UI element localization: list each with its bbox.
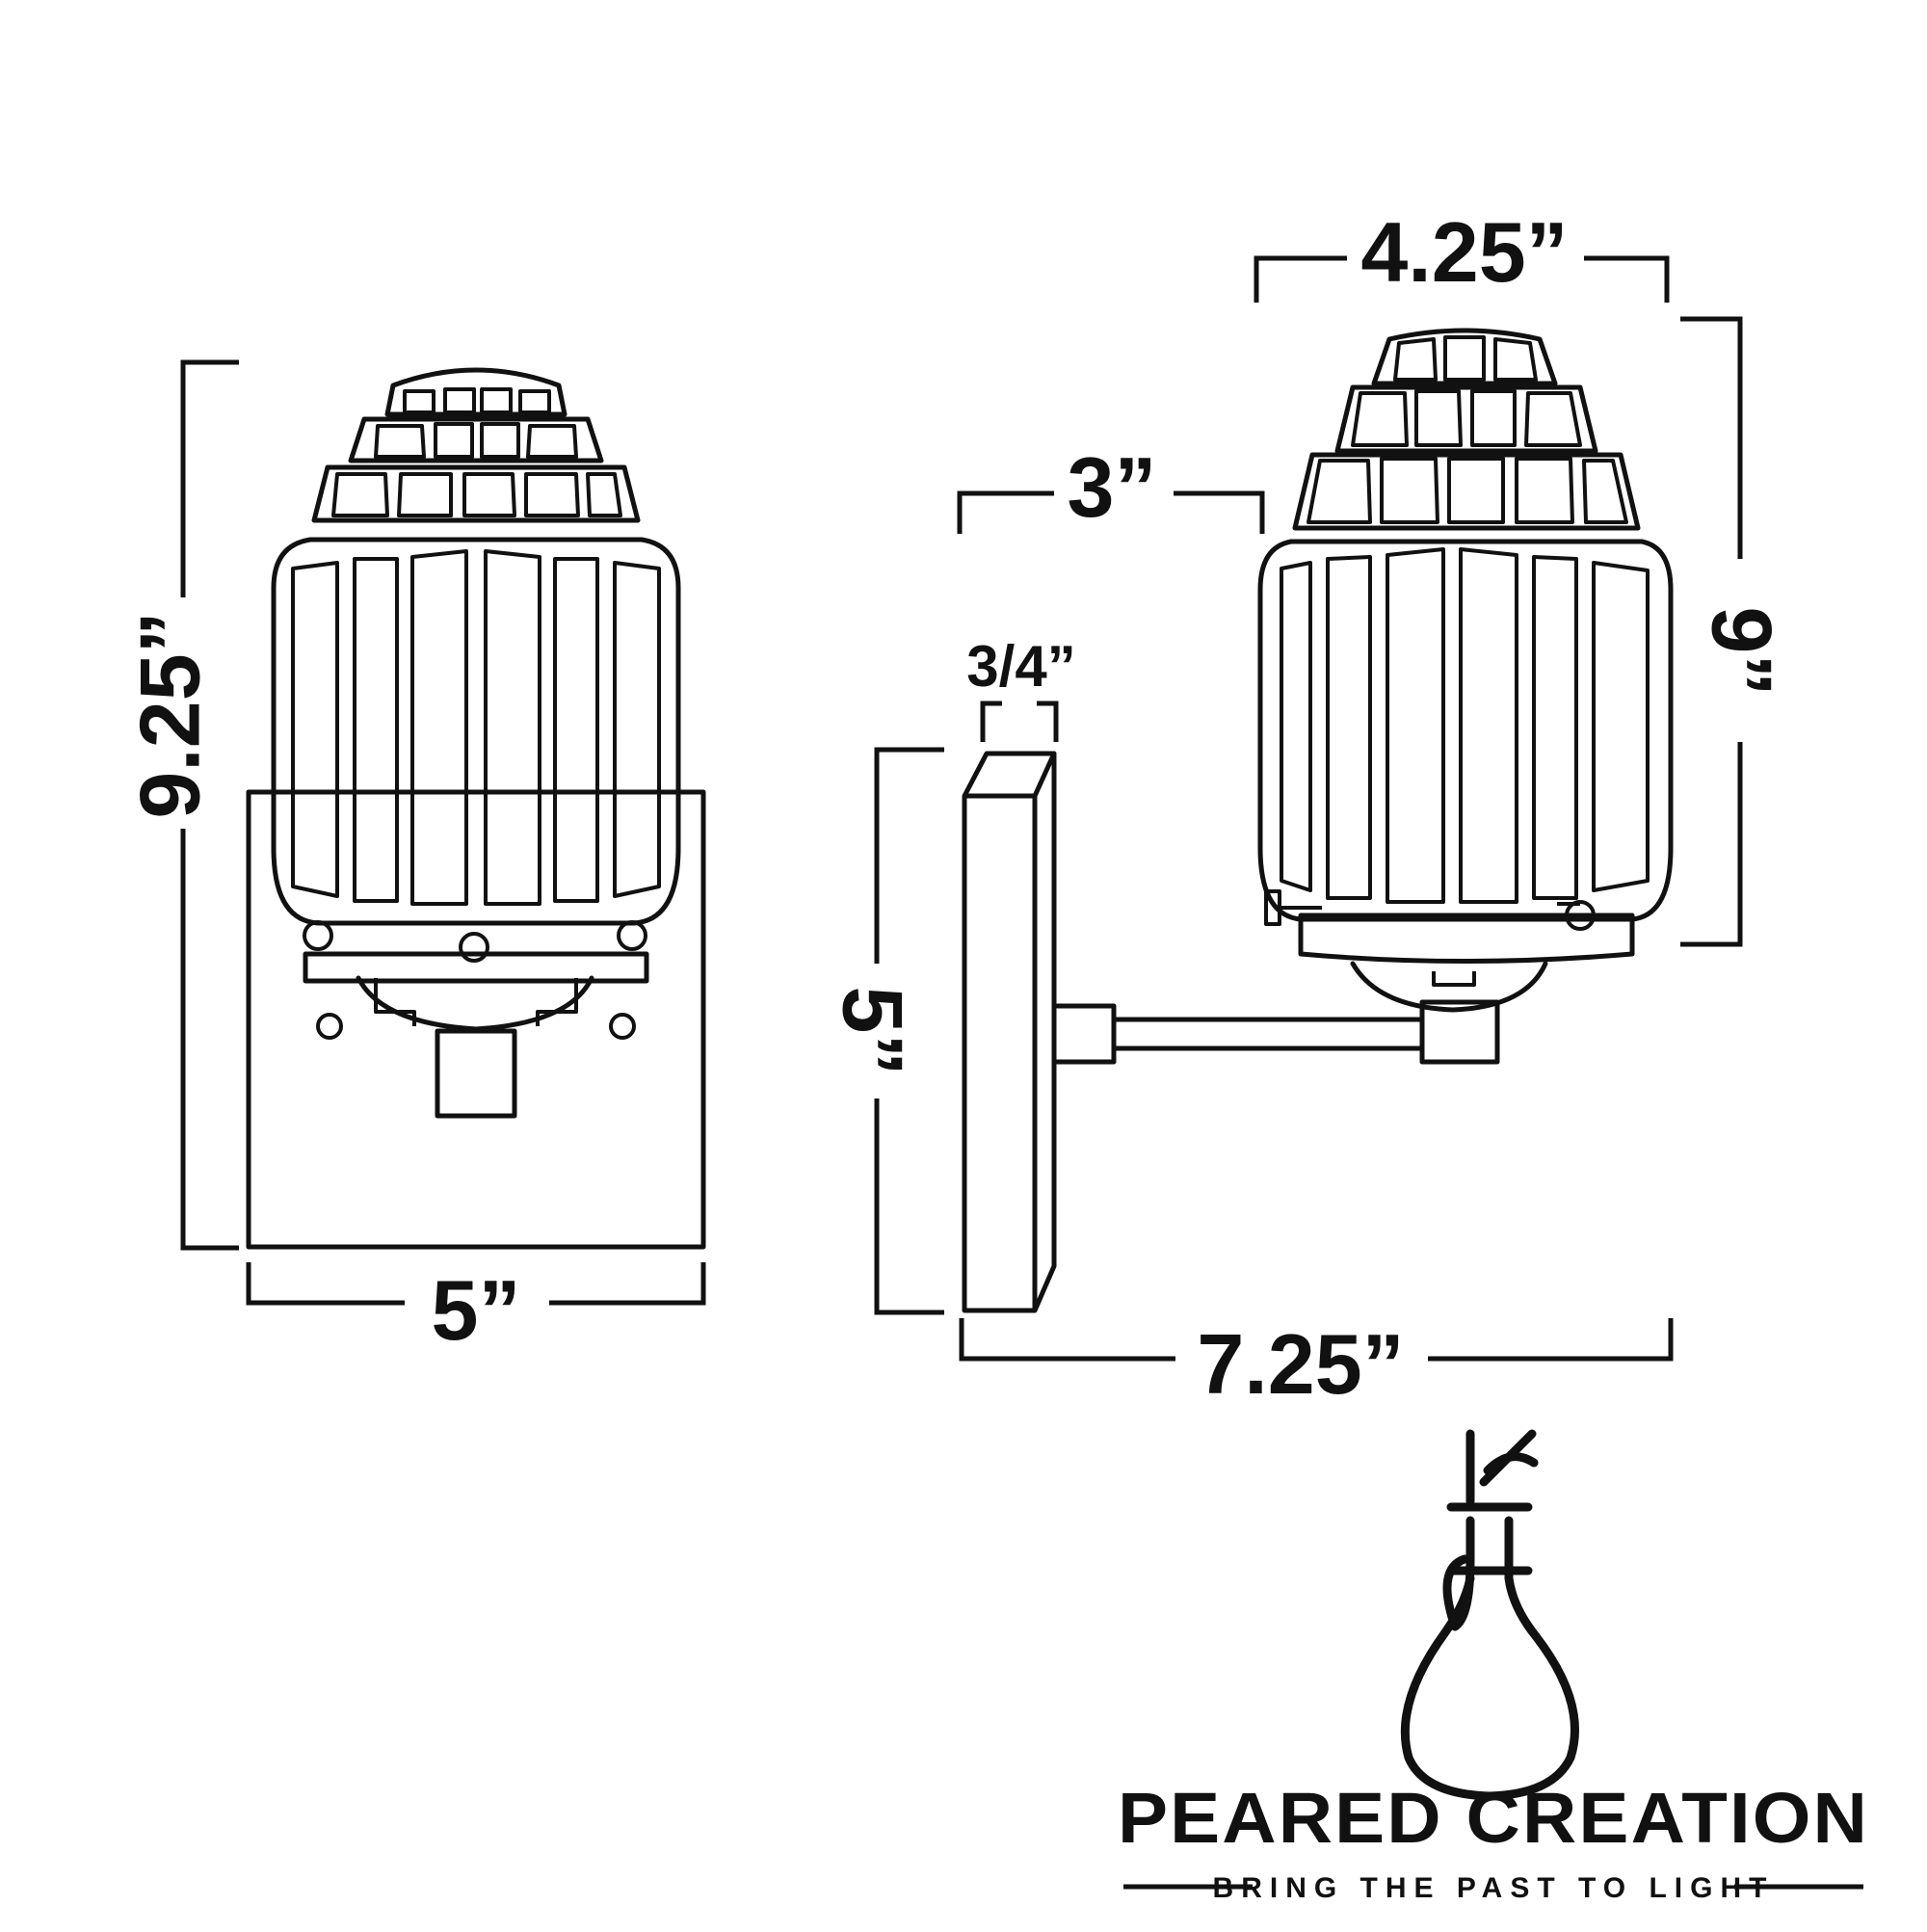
brand-tagline: BRING THE PAST TO LIGHT	[1213, 1872, 1775, 1904]
brand-name: PEARED CREATION	[1118, 1778, 1869, 1858]
front-view: 9.25” 5”	[122, 359, 706, 1358]
brand-block: PEARED CREATION BRING THE PAST TO LIGHT	[1118, 1429, 1869, 1904]
total-depth-label: 7.25”	[1197, 1316, 1404, 1412]
side-view: 4.25” 9” 3” 3/4” 5” 7.25”	[826, 204, 1792, 1412]
side-arm-collar	[1051, 1003, 1117, 1065]
pear-bulb-logo	[1400, 1429, 1579, 1801]
plate-height-label: 5”	[826, 987, 921, 1076]
extension-label: 3”	[1068, 439, 1157, 535]
plate-depth-label: 3/4”	[966, 634, 1075, 699]
front-socket-cup	[356, 975, 594, 1032]
front-height-label: 9.25”	[122, 611, 218, 818]
front-width-label: 5”	[432, 1262, 521, 1358]
side-arm	[1111, 1017, 1425, 1051]
side-backplate	[962, 751, 1057, 1313]
front-glass-shade	[271, 367, 681, 926]
front-screw-hole-left	[316, 1013, 343, 1040]
front-screw-hole-right	[609, 1013, 636, 1040]
side-glass-shade	[1257, 328, 1674, 922]
front-fitter-ring	[303, 951, 649, 984]
front-backplate	[246, 789, 706, 1250]
front-stem	[435, 1028, 517, 1119]
shade-width-label: 4.25”	[1360, 204, 1568, 300]
shade-height-label: 9”	[1695, 607, 1790, 697]
side-fitter-ring	[1298, 913, 1635, 964]
